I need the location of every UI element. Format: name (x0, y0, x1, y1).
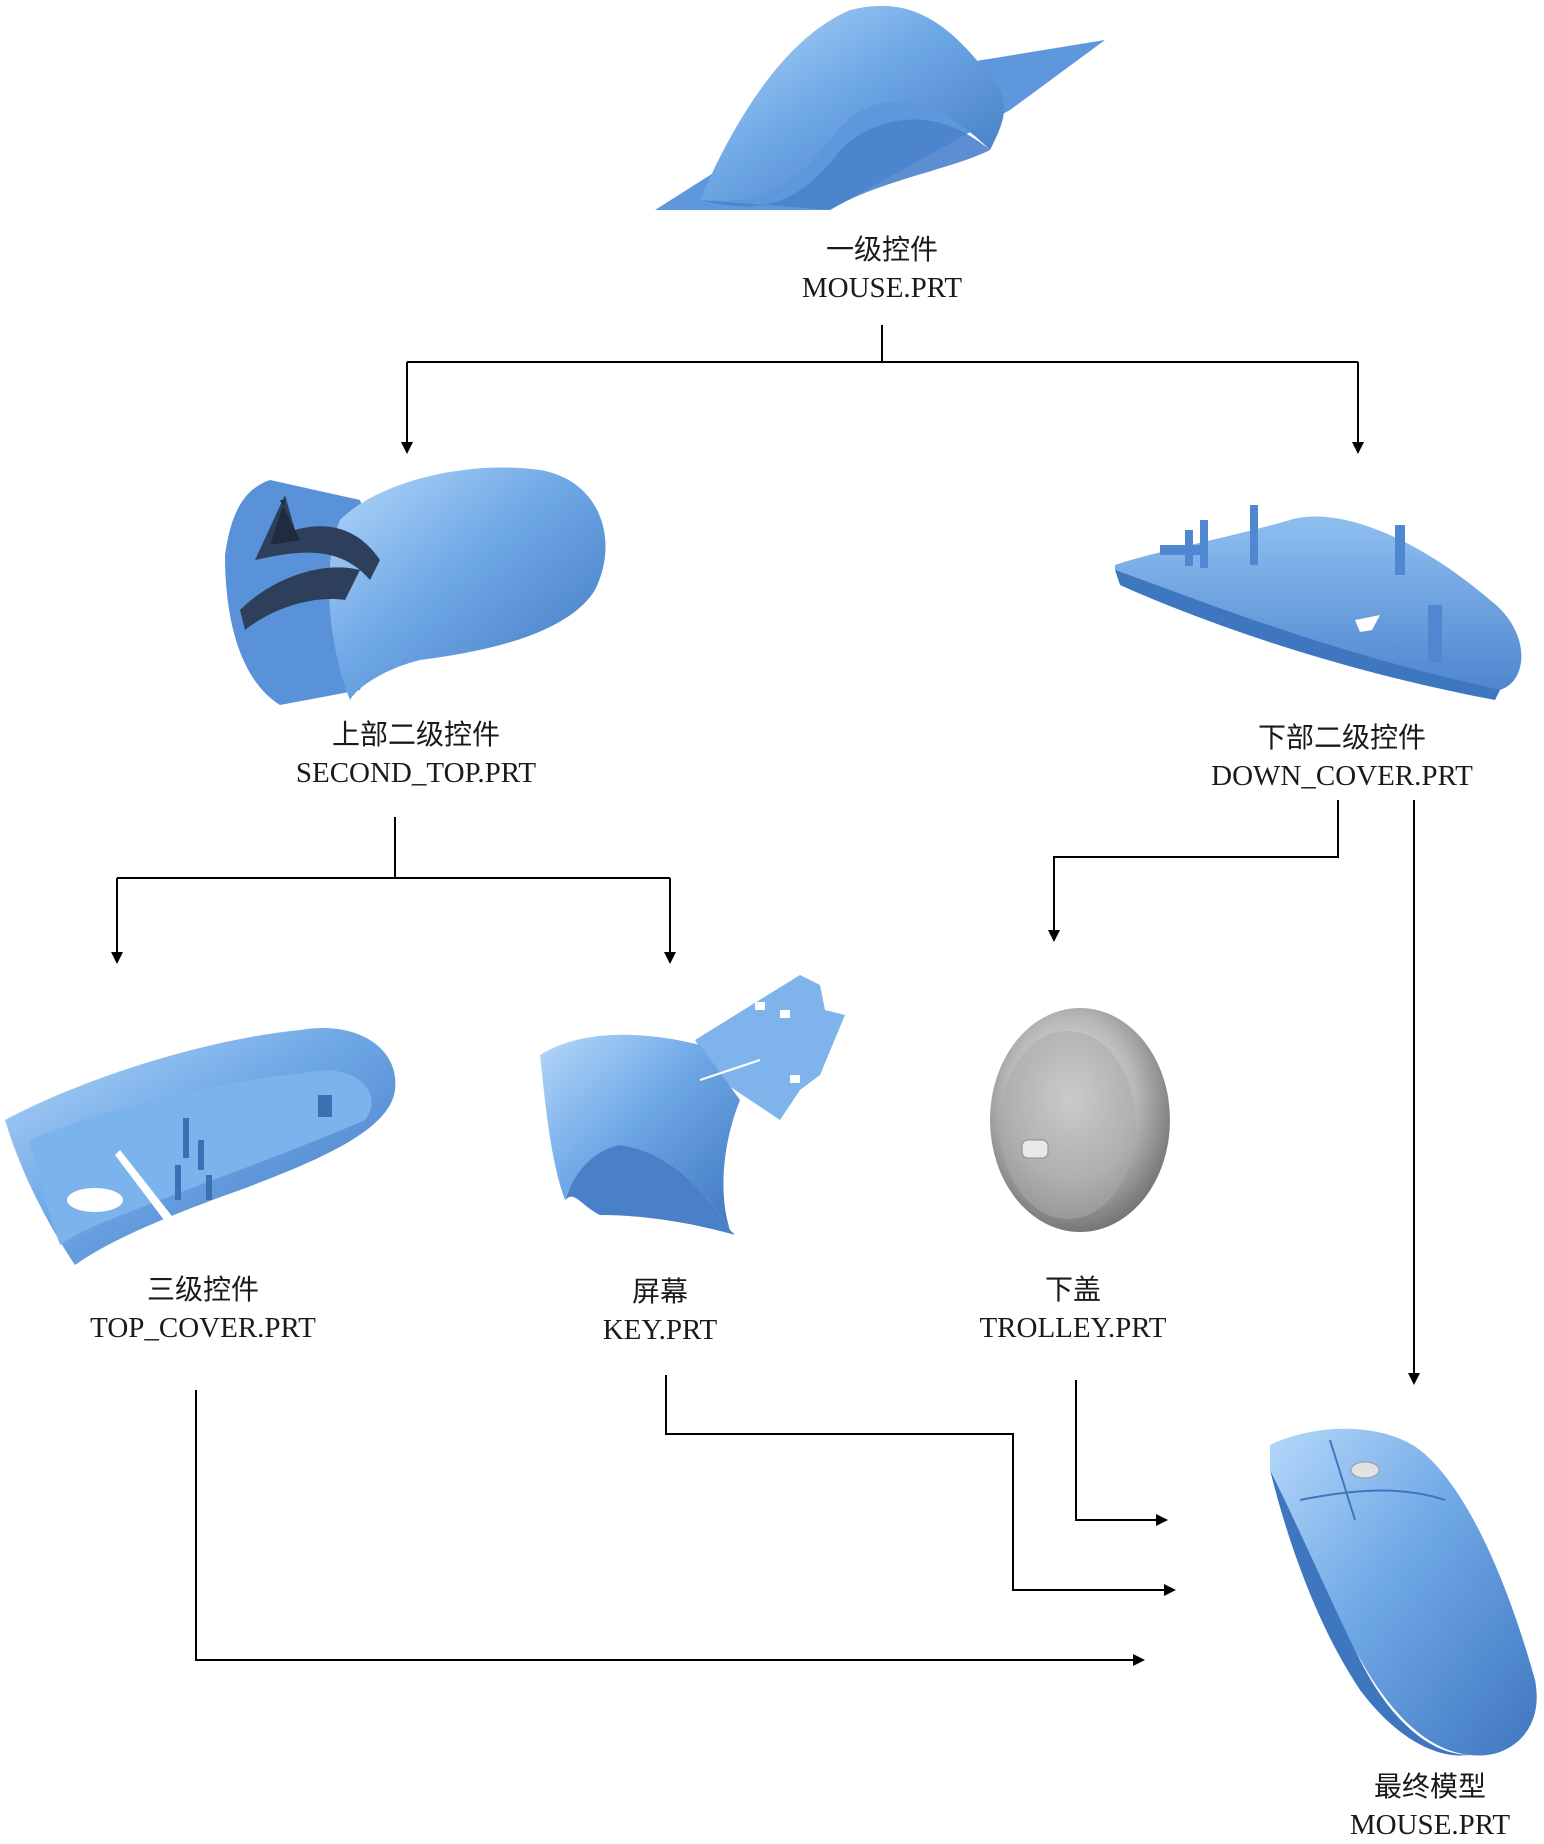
trolley-label: 下盖 TROLLEY.PRT (950, 1271, 1196, 1347)
top-cover-part-image (5, 1028, 396, 1265)
down-cover-label: 下部二级控件 DOWN_COVER.PRT (1192, 719, 1492, 795)
final-file: MOUSE.PRT (1349, 1809, 1511, 1841)
top-cover-label: 三级控件 TOP_COVER.PRT (58, 1271, 348, 1347)
connectors (111, 325, 1420, 1666)
second-top-title: 上部二级控件 (331, 718, 500, 751)
second-top-part-image (225, 467, 606, 705)
arrow-key-to-final (665, 1375, 1176, 1596)
second-top-file: SECOND_TOP.PRT (295, 757, 537, 789)
final-label: 最终模型 MOUSE.PRT (1330, 1768, 1530, 1844)
trolley-file: TROLLEY.PRT (979, 1312, 1167, 1344)
key-file: KEY.PRT (602, 1314, 718, 1346)
second-top-label: 上部二级控件 SECOND_TOP.PRT (266, 716, 566, 792)
root-label: 一级控件 MOUSE.PRT (782, 231, 982, 307)
key-title: 屏幕 (631, 1275, 688, 1308)
arrow-trolley-to-final (1075, 1380, 1168, 1526)
final-part-image (1270, 1428, 1537, 1756)
top-cover-title: 三级控件 (146, 1273, 259, 1306)
root-part-image (655, 5, 1105, 210)
root-file: MOUSE.PRT (801, 272, 963, 304)
trolley-title: 下盖 (1044, 1273, 1101, 1306)
top-cover-file: TOP_COVER.PRT (90, 1312, 316, 1344)
arrow-to-trolley (1048, 800, 1339, 942)
final-title: 最终模型 (1373, 1770, 1486, 1803)
key-label: 屏幕 KEY.PRT (560, 1273, 760, 1349)
arrow-top-cover-to-final (195, 1390, 1145, 1666)
down-cover-file: DOWN_COVER.PRT (1211, 760, 1473, 792)
down-cover-part-image (1115, 505, 1522, 700)
trolley-part-image (990, 1008, 1170, 1232)
root-title: 一级控件 (825, 233, 938, 266)
key-part-image (540, 975, 845, 1235)
down-cover-title: 下部二级控件 (1257, 721, 1426, 754)
